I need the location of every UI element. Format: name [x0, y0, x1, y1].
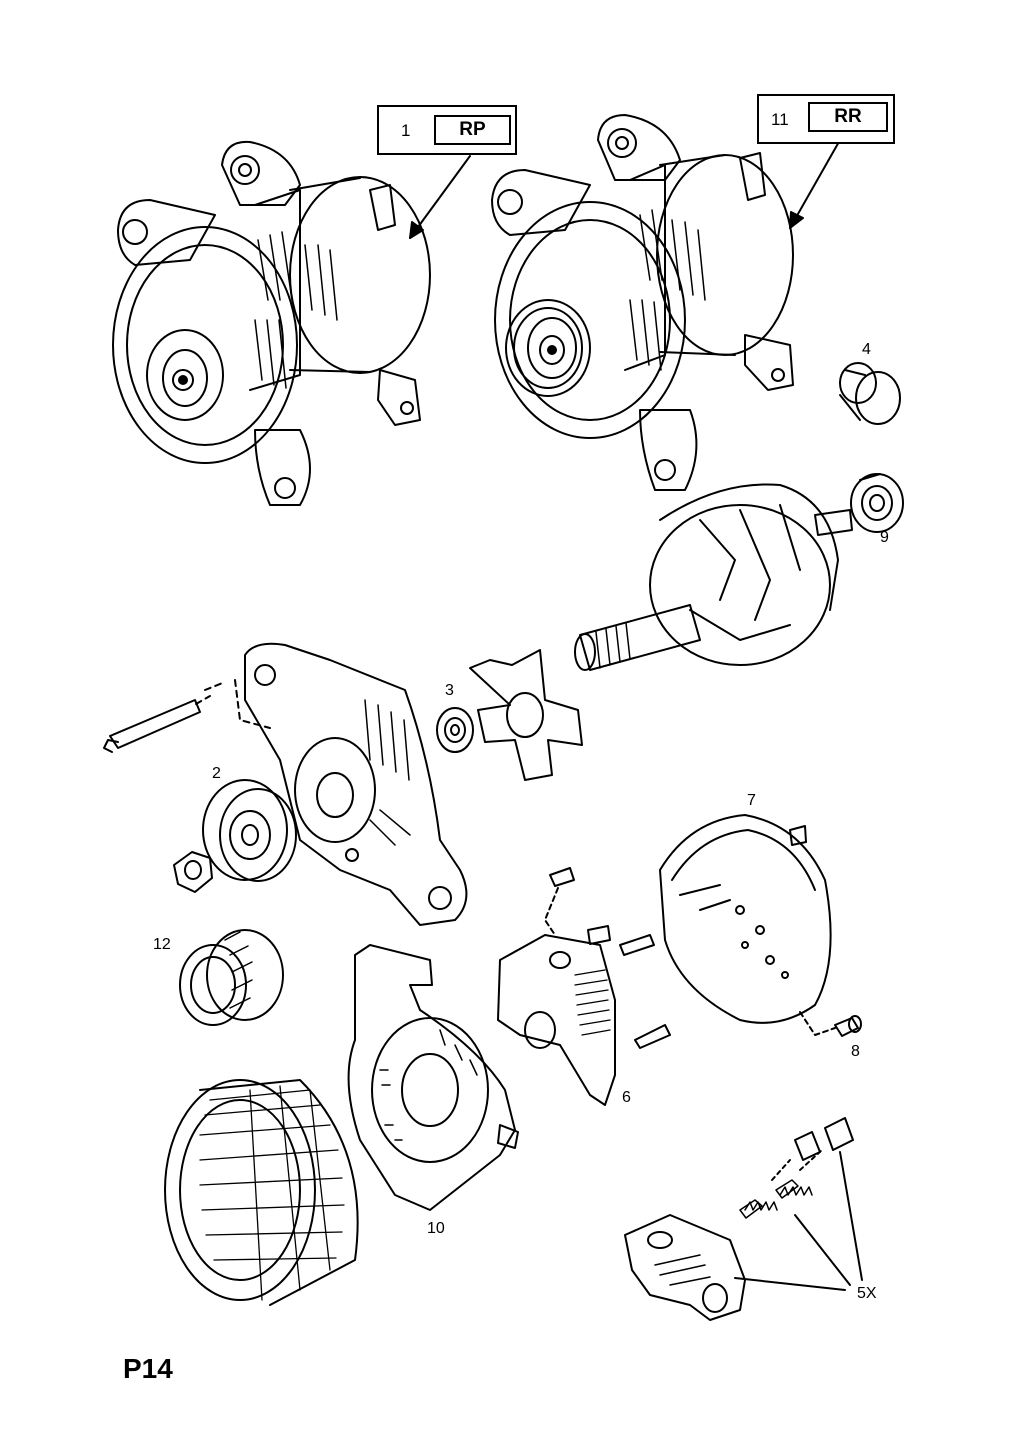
- callout-rp-number: 1: [401, 121, 411, 140]
- callout-rp-code: RP: [434, 115, 511, 145]
- alternator-assembly-rp: [112, 140, 431, 506]
- label-part-2: 2: [212, 765, 221, 782]
- part-5x-brush-kit: [624, 1117, 863, 1321]
- label-part-4: 4: [862, 341, 871, 358]
- page-code: P14: [123, 1353, 173, 1384]
- part-2-pulley: [173, 779, 297, 893]
- label-part-6: 6: [622, 1089, 631, 1106]
- callout-rp: 1 RP: [377, 105, 517, 155]
- part-3-bearing: [436, 707, 474, 753]
- front-housing: [244, 642, 468, 926]
- alternator-assembly-rr: [491, 114, 794, 491]
- part-7-rear-cover: [659, 814, 832, 1024]
- callout-rr-code: RR: [808, 102, 888, 132]
- part-8-screw: [799, 1011, 862, 1037]
- part-10-end-shield: [347, 944, 519, 1211]
- label-part-3: 3: [445, 682, 454, 699]
- callout-arrows: [409, 139, 841, 239]
- through-bolt: [103, 679, 271, 753]
- rotor: [574, 483, 853, 671]
- label-part-7: 7: [747, 792, 756, 809]
- callout-rr: 11 RR: [757, 94, 895, 144]
- label-part-8: 8: [851, 1043, 860, 1060]
- stator: [164, 1079, 359, 1306]
- label-part-9: 9: [880, 529, 889, 546]
- part-9-bearing: [850, 473, 904, 533]
- label-part-5x: 5X: [857, 1285, 877, 1302]
- part-6-regulator: [497, 867, 671, 1106]
- rotor-fan: [469, 649, 583, 781]
- label-part-10: 10: [427, 1220, 445, 1237]
- part-4-bearing-ring: [839, 362, 901, 425]
- label-part-12: 12: [153, 936, 171, 953]
- part-12-grooved-pulley: [179, 929, 284, 1026]
- callout-rr-number: 11: [771, 110, 789, 129]
